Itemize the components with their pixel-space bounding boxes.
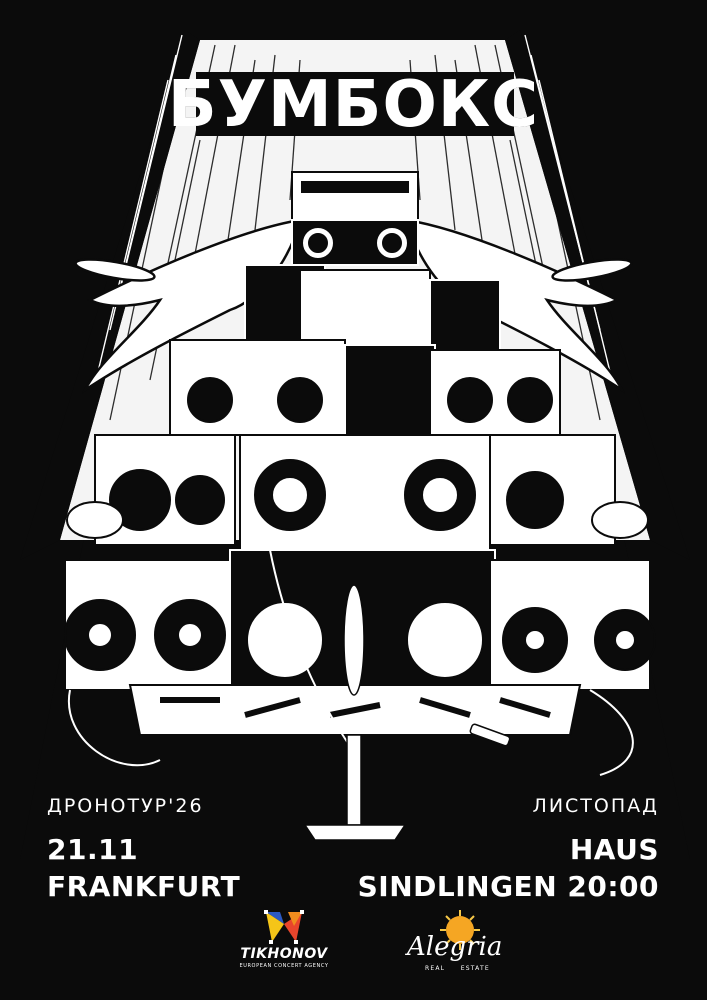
boombox-illustration: [60, 34, 656, 841]
microphone-icon: [469, 723, 511, 747]
alegria-tagline-right: ESTATE: [460, 965, 490, 972]
event-info-right: ЛИСТОПАД HAUS SINDLINGEN 20:00: [358, 795, 659, 905]
alegria-name: Alegria: [407, 932, 503, 962]
alegria-tagline: REAL ESTATE: [425, 965, 490, 972]
tikhonov-name: TIKHONOV: [240, 946, 328, 962]
venue-line-1: HAUS: [569, 833, 659, 866]
alegria-tagline-left: REAL: [425, 965, 446, 972]
drone-arms-icon: [74, 218, 633, 394]
alegria-logo: Alegria REAL ESTATE: [395, 910, 502, 995]
band-title: БУМБОКС: [167, 68, 540, 142]
sun-icon: [440, 910, 480, 950]
event-month: ЛИСТОПАД: [532, 795, 659, 817]
tour-name: ДРОНОТУР'26: [47, 795, 204, 817]
tikhonov-tagline: EUROPEAN CONCERT AGENCY: [239, 963, 329, 969]
sponsor-logos: TIKHONOV EUROPEAN CONCERT AGENCY Alegria…: [0, 910, 707, 995]
event-info-left: ДРОНОТУР'26 21.11 FRANKFURT: [47, 795, 240, 905]
venue-line-2: SINDLINGEN 20:00: [357, 870, 659, 903]
event-city: FRANKFURT: [47, 870, 241, 903]
boombox-stack-icon: [64, 171, 656, 691]
event-date: 21.11: [47, 833, 139, 866]
drone-tail-icon: [303, 584, 407, 841]
tikhonov-logo: TIKHONOV EUROPEAN CONCERT AGENCY: [224, 910, 344, 990]
graffiti-banner-icon: [128, 684, 582, 736]
tikhonov-mark-icon: [264, 910, 304, 944]
title-backdrop: [196, 72, 514, 136]
